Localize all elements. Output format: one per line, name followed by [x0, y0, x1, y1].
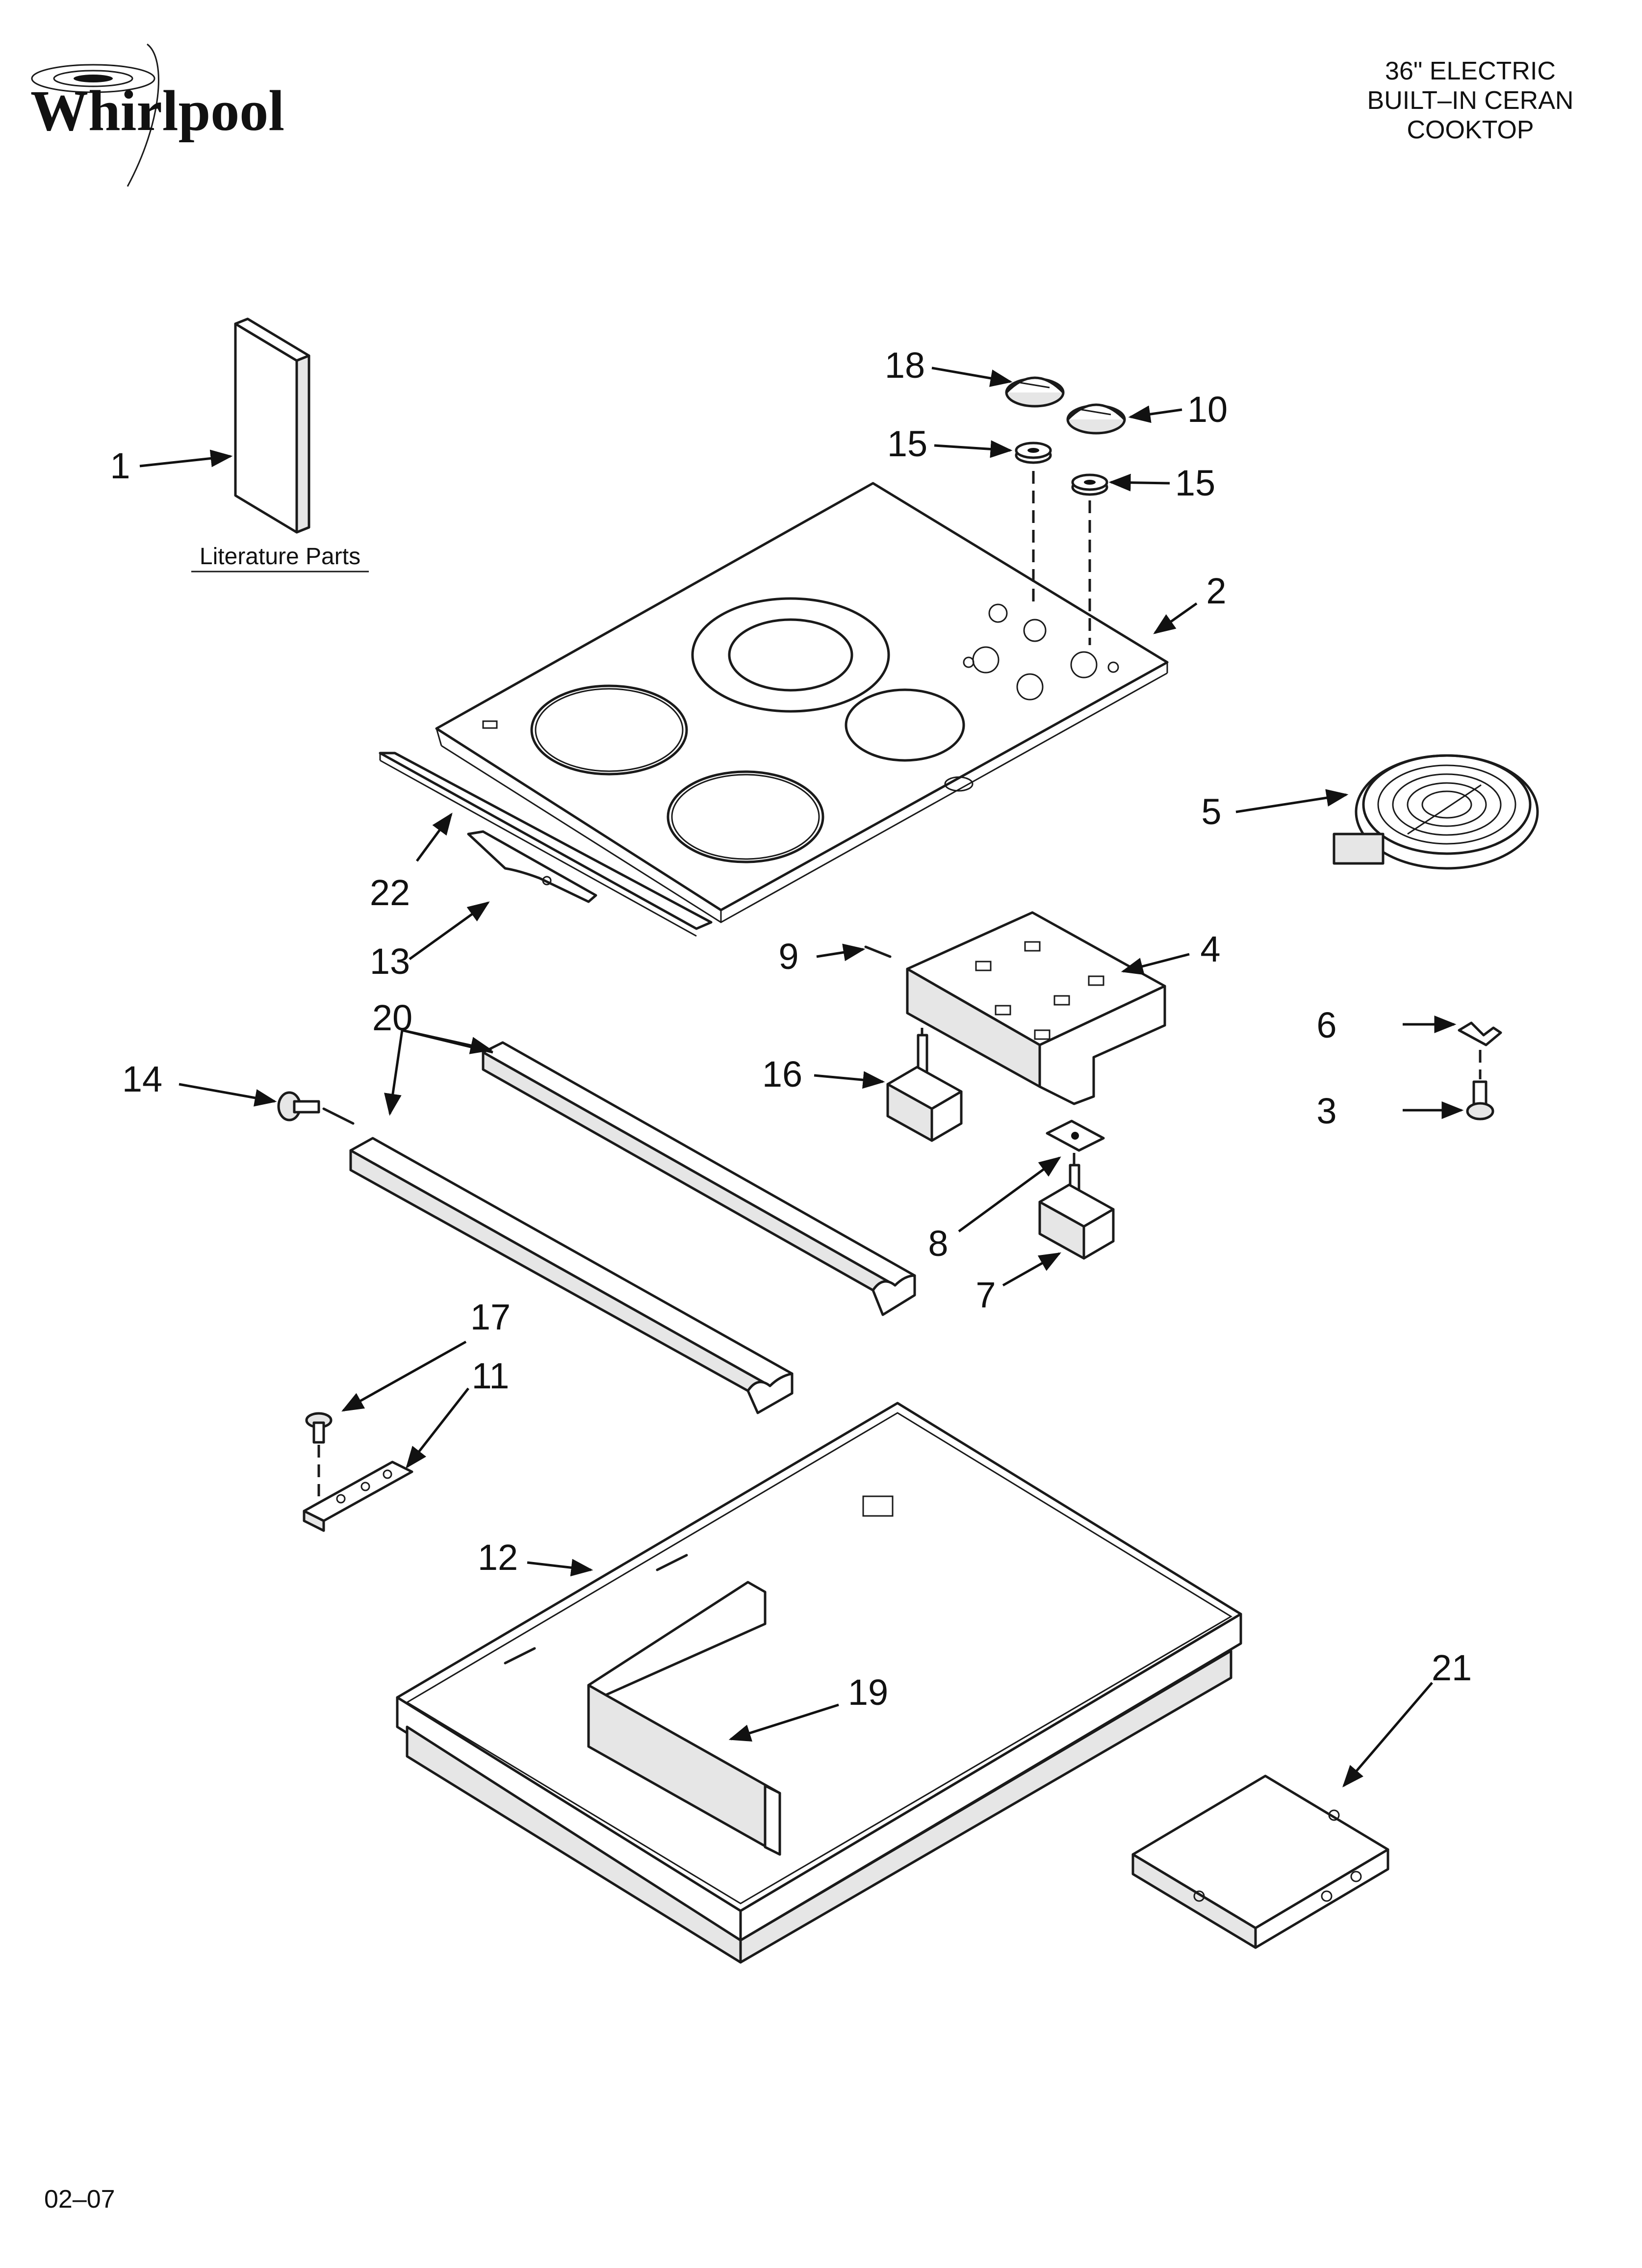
callout-4: 4 — [1200, 929, 1220, 969]
title-line-1: 36" ELECTRIC — [1385, 57, 1556, 85]
callout-16: 16 — [762, 1054, 802, 1095]
callout-12: 12 — [478, 1537, 518, 1578]
part-18-knob — [1005, 376, 1065, 408]
brand-name: Whirlpool — [30, 78, 284, 143]
literature-parts-label: Literature Parts — [200, 544, 360, 570]
callout-14: 14 — [122, 1059, 162, 1099]
date-code: 02–07 — [44, 2185, 115, 2214]
part-6-bracket — [1458, 1021, 1502, 1046]
callout-20: 20 — [372, 997, 412, 1038]
part-12-base-pan — [396, 1402, 1242, 1964]
callout-17: 17 — [470, 1297, 511, 1337]
callout-7: 7 — [975, 1275, 996, 1315]
callout-15-right: 15 — [1175, 463, 1215, 503]
part-3-screw — [1466, 1080, 1494, 1121]
part-1-literature: Literature Parts — [191, 317, 369, 573]
callout-19: 19 — [848, 1672, 888, 1713]
callout-9: 9 — [778, 936, 798, 977]
part-8-insulator — [1046, 1120, 1105, 1152]
callout-22: 22 — [370, 872, 410, 913]
callout-18: 18 — [885, 345, 925, 386]
part-5-radiant-element — [1333, 754, 1539, 870]
whirlpool-logo: Whirlpool — [30, 43, 284, 187]
part-20-rail-lower — [349, 1137, 794, 1414]
callout-11: 11 — [472, 1356, 510, 1396]
part-2-cooktop-glass — [435, 482, 1169, 923]
part-20-rail-upper — [482, 1041, 916, 1316]
part-10-knob — [1066, 403, 1126, 435]
callout-6: 6 — [1316, 1005, 1336, 1045]
callout-8: 8 — [928, 1223, 948, 1264]
callout-leaders — [139, 366, 1464, 1788]
part-19-shield — [587, 1581, 781, 1856]
title-line-2: BUILT–IN CERAN — [1367, 86, 1574, 115]
callout-2: 2 — [1206, 571, 1226, 611]
part-17-screw — [305, 1412, 333, 1444]
part-15-ring-left — [1015, 442, 1052, 464]
callout-1: 1 — [110, 445, 130, 486]
callout-13: 13 — [370, 941, 410, 982]
diagram-title: 36" ELECTRIC BUILT–IN CERAN COOKTOP — [1367, 57, 1574, 144]
callout-15-left: 15 — [887, 423, 927, 464]
part-21-bracket — [1131, 1774, 1389, 1949]
callout-3: 3 — [1316, 1091, 1336, 1131]
part-14-screw — [277, 1091, 355, 1125]
callout-21: 21 — [1432, 1647, 1472, 1688]
callout-10: 10 — [1187, 389, 1228, 430]
part-13-clip — [467, 830, 597, 903]
title-line-3: COOKTOP — [1407, 116, 1534, 144]
part-9-wire — [864, 945, 892, 958]
callout-5: 5 — [1201, 791, 1221, 832]
part-4-switch-bracket — [906, 911, 1166, 1105]
part-11-bracket — [303, 1460, 413, 1532]
part-7-terminal-block — [1038, 1153, 1115, 1260]
part-16-terminal-block — [886, 1028, 963, 1142]
callout-numbers: 1 2 3 4 5 6 7 8 9 10 11 12 13 14 15 15 1… — [110, 345, 1472, 1713]
part-15-ring-right — [1071, 473, 1108, 496]
part-22-front-trim — [379, 752, 713, 937]
